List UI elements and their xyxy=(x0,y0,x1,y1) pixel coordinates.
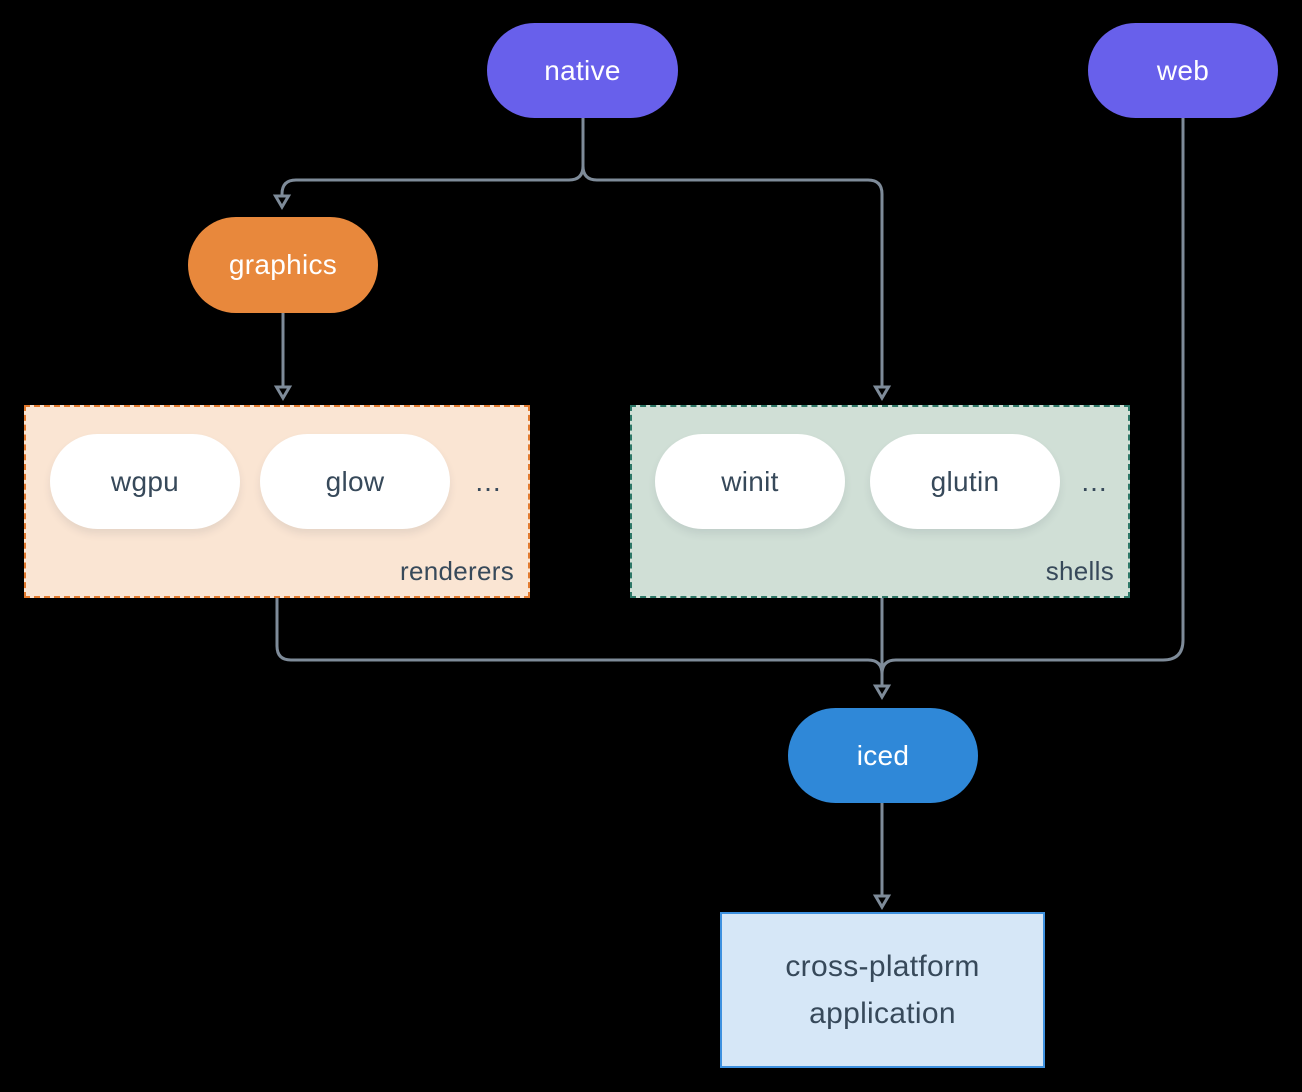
node-wgpu-label: wgpu xyxy=(110,465,180,497)
node-glutin-label: glutin xyxy=(930,465,1000,497)
renderers-ellipsis: ... xyxy=(475,465,502,497)
group-renderers: wgpu glow ... renderers xyxy=(24,405,530,598)
edge-web-iced xyxy=(880,118,1185,675)
node-glutin: glutin xyxy=(870,434,1060,529)
node-native-label: native xyxy=(544,54,621,86)
node-web-label: web xyxy=(1156,54,1210,86)
node-wgpu: wgpu xyxy=(50,434,240,529)
renderers-group-label: renderers xyxy=(400,556,514,586)
node-winit-label: winit xyxy=(721,465,779,497)
node-iced-label: iced xyxy=(856,739,910,771)
shells-ellipsis: ... xyxy=(1081,465,1108,497)
edge-native-graphics xyxy=(272,118,585,210)
node-glow: glow xyxy=(260,434,450,529)
node-web: web xyxy=(1088,23,1278,118)
node-winit: winit xyxy=(655,434,845,529)
node-glow-label: glow xyxy=(325,465,385,497)
shells-group-label: shells xyxy=(1045,556,1114,586)
node-iced: iced xyxy=(788,708,978,803)
node-native: native xyxy=(487,23,678,118)
node-cross-platform-application: cross-platform application xyxy=(720,912,1045,1068)
node-app-label: cross-platform application xyxy=(785,950,980,1030)
edge-renderers-iced xyxy=(275,598,884,675)
node-graphics-label: graphics xyxy=(228,249,338,280)
node-graphics: graphics xyxy=(188,217,378,313)
edge-native-shells xyxy=(581,165,892,401)
group-shells: winit glutin ... shells xyxy=(630,405,1130,598)
